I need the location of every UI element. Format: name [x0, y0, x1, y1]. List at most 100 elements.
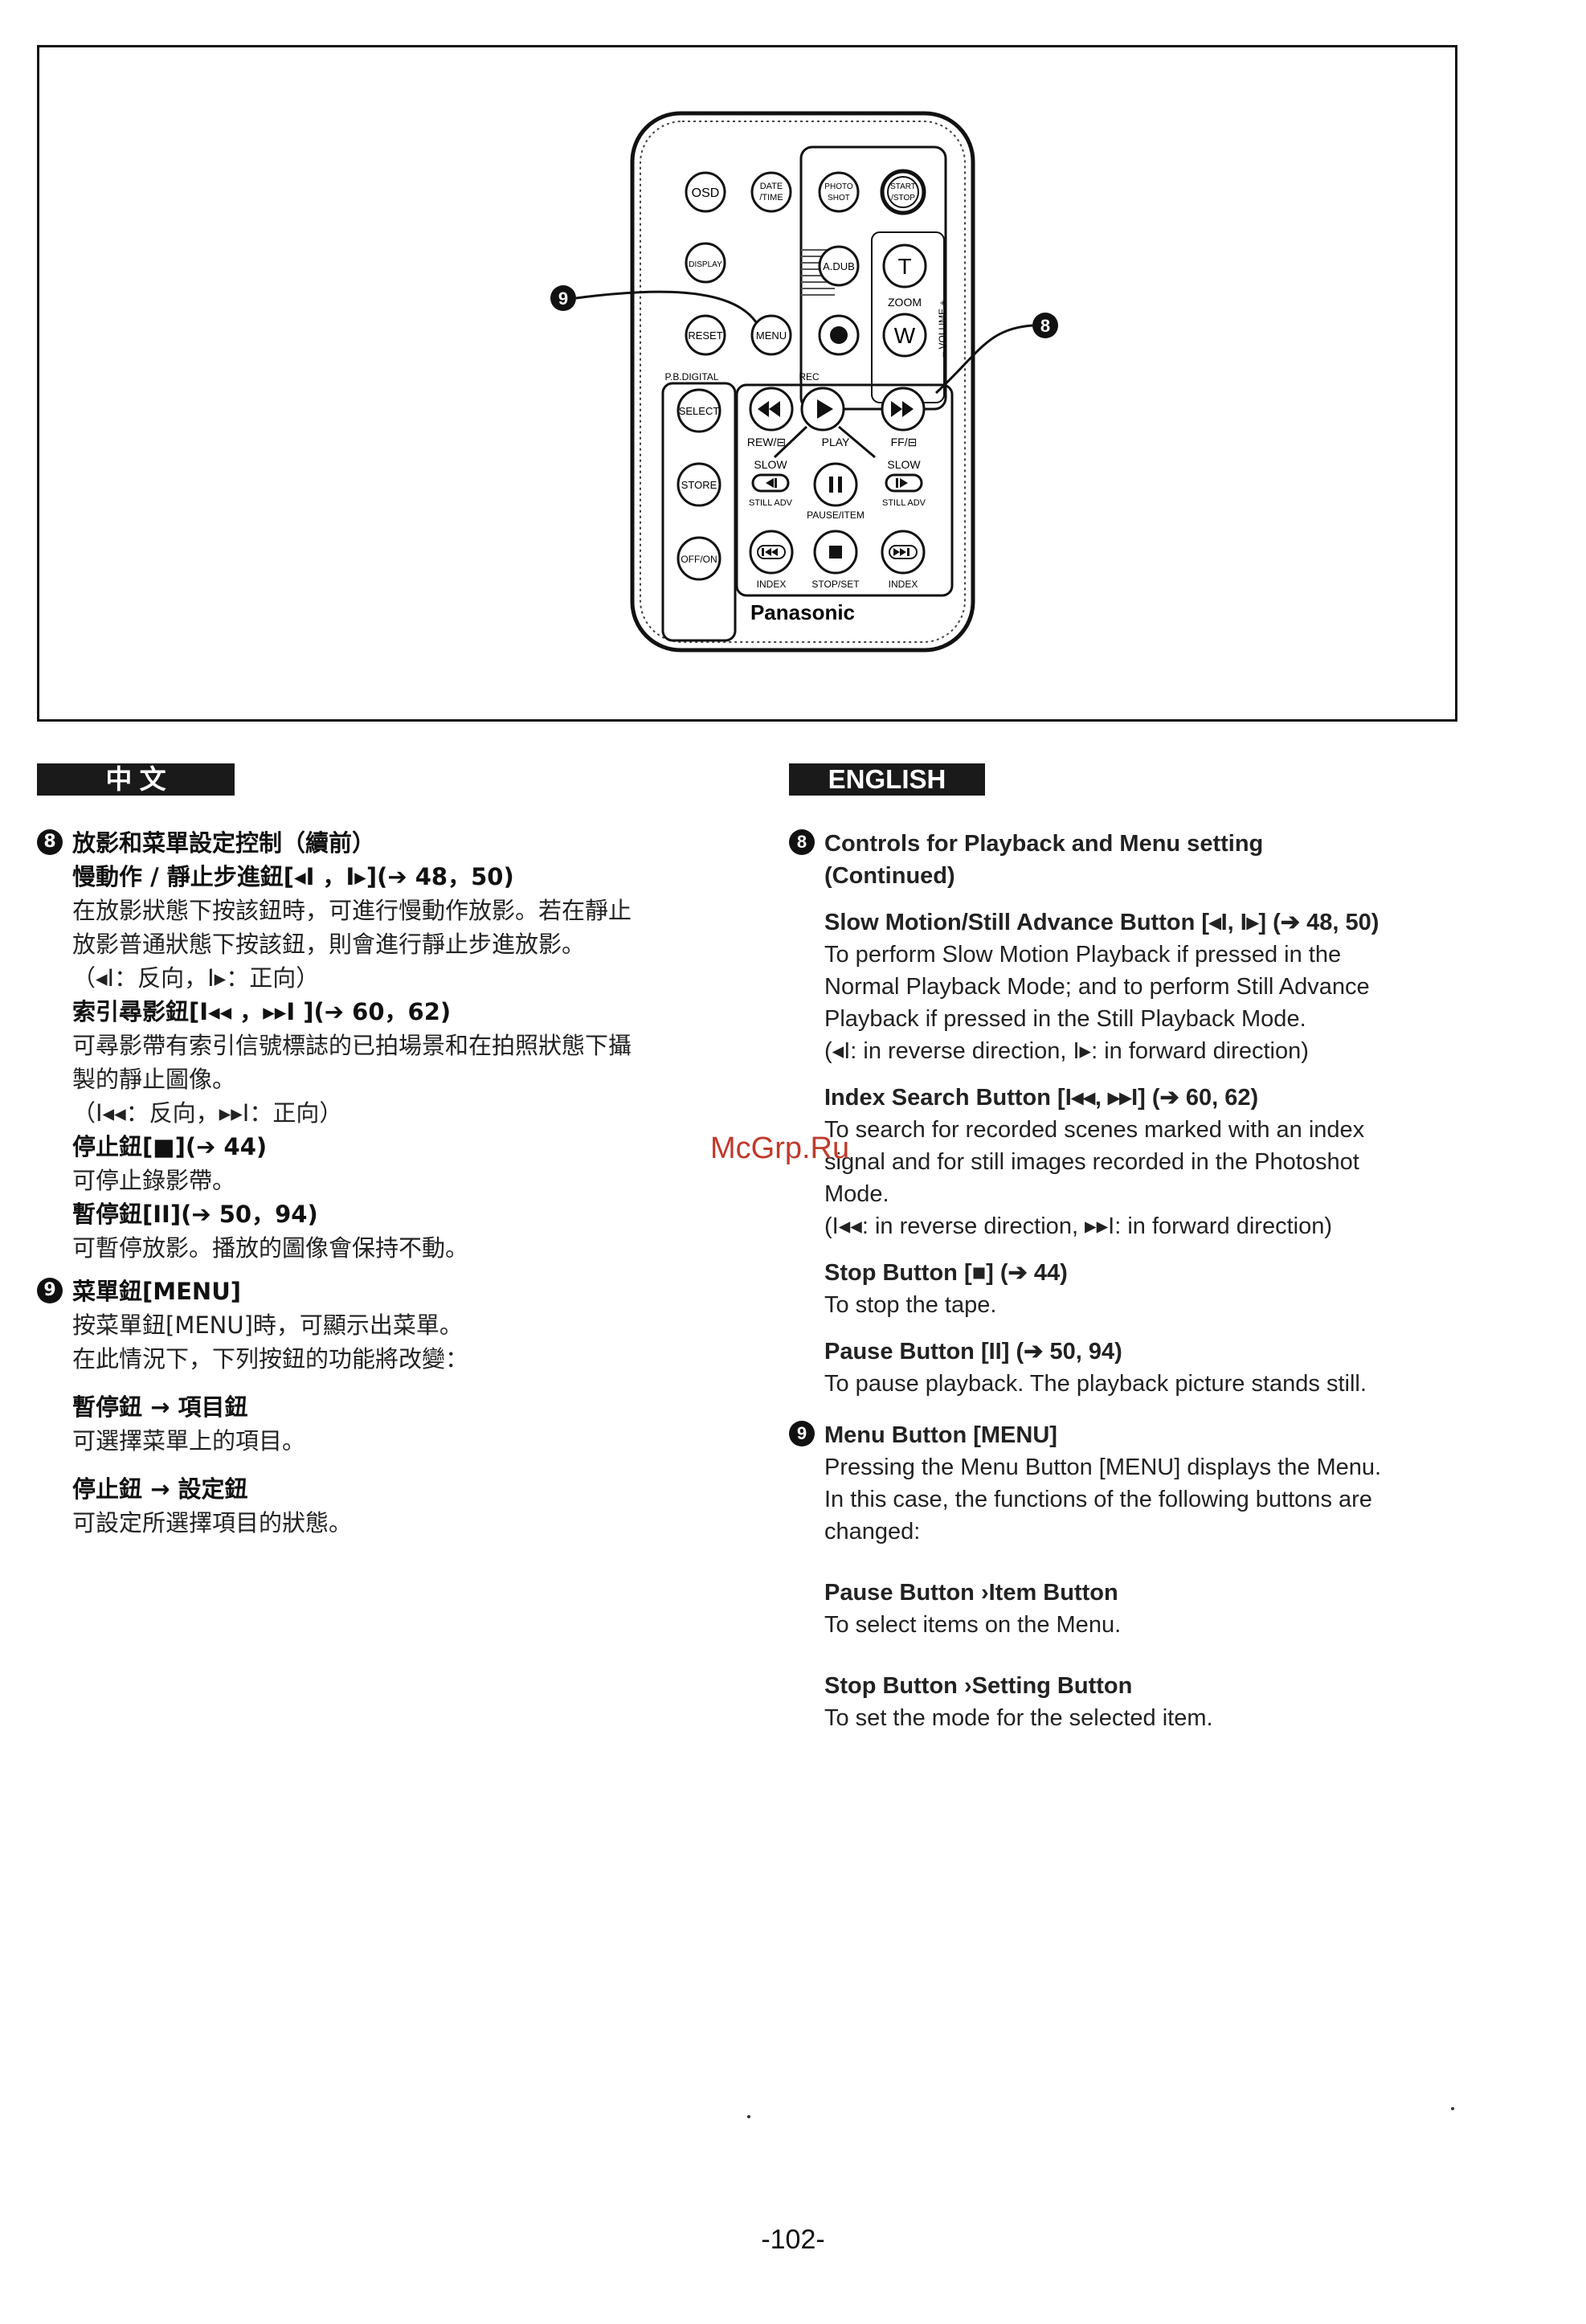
rec-button[interactable] [818, 314, 860, 356]
playback-panel [735, 383, 954, 597]
en-s9-text-2: In this case, the functions of the follo… [824, 1487, 1372, 1512]
index-reverse-button[interactable] [749, 530, 794, 575]
date-time-button[interactable]: DATE /TIME [750, 171, 792, 213]
still-adv-left-label: STILL ADV [749, 498, 793, 508]
rewind-button[interactable] [749, 387, 794, 432]
en-slow-text-1: To perform Slow Motion Playback if press… [824, 942, 1342, 968]
start-stop-button[interactable]: START /STOP [880, 169, 926, 215]
svg-text:MENU: MENU [756, 329, 787, 342]
en-pause-heading: Pause Button [II] (➔ 50, 94) [824, 1339, 1122, 1365]
en-index-text-1: To search for recorded scenes marked wit… [824, 1117, 1365, 1143]
zh-pause-heading: 暫停鈕[II](➔ 50，94) [72, 1201, 318, 1228]
chinese-column: 8 放影和菜單設定控制（續前） 慢動作 / 靜止步進鈕[◂I ，I▸](➔ 48，… [37, 826, 728, 1540]
svg-text:DATE: DATE [760, 182, 783, 191]
still-adv-right-label: STILL ADV [882, 498, 926, 508]
svg-text:RESET: RESET [688, 329, 722, 342]
en-stop-heading: Stop Button [■] (➔ 44) [824, 1260, 1068, 1286]
watermark: McGrp.Ru [710, 1131, 850, 1165]
zh-s9-text-1: 按菜單鈕[MENU]時，可顯示出菜單。 [72, 1311, 463, 1339]
en-pause-text: To pause playback. The playback picture … [824, 1371, 1367, 1397]
en-s9-pause-text: To select items on the Menu. [824, 1612, 1122, 1638]
menu-button[interactable]: MENU [750, 314, 792, 356]
rew-label: REW/⊟ [747, 436, 786, 448]
pb-digital-panel [661, 382, 737, 642]
en-slow-heading: Slow Motion/Still Advance Button [◂I, I▸… [824, 910, 1380, 935]
zh-s9-stop-heading: 停止鈕 → 設定鈕 [72, 1475, 248, 1503]
photo-shot-button[interactable]: PHOTO SHOT [818, 171, 860, 213]
off-on-button[interactable]: OFF/ON [677, 536, 721, 581]
zh-s9-pause-heading: 暫停鈕 → 項目鈕 [72, 1393, 248, 1421]
slow-reverse-button[interactable] [751, 473, 790, 493]
en-index-heading: Index Search Button [I◂◂, ▸▸I] (➔ 60, 62… [824, 1085, 1259, 1111]
section-number-8: 8 [789, 829, 815, 856]
zh-s8-title: 放影和菜單設定控制（續前） [72, 829, 376, 857]
reset-button[interactable]: RESET [685, 314, 726, 356]
pause-item-label: PAUSE/ITEM [807, 509, 865, 521]
zh-index-heading: 索引尋影鈕[I◂◂ ，▸▸I ](➔ 60，62) [72, 998, 452, 1025]
zh-slow-text-2: 放影普通狀態下按該鈕，則會進行靜止步進放影。 [72, 931, 586, 958]
callout-9: 9 [550, 285, 758, 323]
english-section-tag: ENGLISH [789, 763, 985, 796]
index-left-label: INDEX [757, 579, 787, 590]
en-index-text-2: signal and for still images recorded in … [824, 1149, 1359, 1175]
svg-text:A.DUB: A.DUB [823, 260, 855, 272]
en-s8-title-2: (Continued) [824, 863, 955, 889]
zoom-w-button[interactable]: W [882, 313, 927, 358]
section-number-9: 9 [37, 1278, 63, 1303]
en-index-text-3: Mode. [824, 1181, 889, 1207]
svg-text:SELECT: SELECT [679, 405, 720, 417]
index-forward-button[interactable] [881, 530, 926, 575]
svg-text:OFF/ON: OFF/ON [681, 554, 717, 565]
a-dub-button[interactable]: A.DUB [818, 245, 860, 287]
svg-text:W: W [894, 323, 916, 348]
panasonic-logo: Panasonic [750, 600, 855, 624]
svg-text:/TIME: /TIME [759, 193, 783, 203]
zh-index-text-3: （I◂◂：反向，▸▸I：正向） [72, 1099, 343, 1127]
top-right-panel [799, 145, 947, 411]
en-slow-text-3: Playback if pressed in the Still Playbac… [824, 1006, 1306, 1032]
svg-text:PHOTO: PHOTO [824, 182, 853, 191]
zh-slow-text-3: （◂I：反向，I▸：正向） [72, 964, 320, 992]
en-s9-text-1: Pressing the Menu Button [MENU] displays… [824, 1455, 1382, 1480]
chinese-section-tag: 中 文 [37, 763, 235, 796]
display-button[interactable]: DISPLAY [685, 242, 726, 284]
slow-forward-button[interactable] [885, 473, 923, 493]
zh-s9-pause-text: 可選擇菜單上的項目。 [72, 1427, 306, 1455]
remote-control-illustration: OSD DATE /TIME PHOTO SHOT START /STOP DI… [550, 111, 1058, 653]
zoom-t-button[interactable]: T [882, 243, 927, 288]
section-number-8: 8 [37, 829, 63, 855]
osd-button[interactable]: OSD [685, 171, 726, 213]
stop-button[interactable] [813, 530, 858, 575]
en-s9-pause-heading: Pause Button ›Item Button [824, 1580, 1118, 1606]
zoom-label: ZOOM [888, 296, 922, 309]
slow-right-label: SLOW [887, 458, 921, 471]
svg-text:OSD: OSD [692, 186, 720, 200]
pb-digital-label: P.B.DIGITAL [665, 371, 719, 383]
svg-text:T: T [897, 254, 911, 279]
zh-slow-heading: 慢動作 / 靜止步進鈕[◂I ，I▸](➔ 48，50) [72, 863, 514, 890]
zh-index-text-1: 可尋影帶有索引信號標誌的已拍場景和在拍照狀態下攝 [72, 1032, 632, 1059]
en-index-text-4: (I◂◂: in reverse direction, ▸▸I: in forw… [824, 1213, 1332, 1239]
select-button[interactable]: SELECT [677, 388, 721, 433]
speck [747, 2115, 750, 2118]
svg-text:START: START [890, 182, 916, 191]
zh-index-text-2: 製的靜止圖像。 [72, 1066, 236, 1093]
pause-button[interactable] [813, 462, 858, 507]
callout-8: 8 [934, 313, 1058, 395]
zh-slow-text-1: 在放影狀態下按該鈕時，可進行慢動作放影。若在靜止 [72, 897, 632, 924]
svg-text:DISPLAY: DISPLAY [689, 260, 722, 269]
store-button[interactable]: STORE [677, 462, 721, 507]
en-s9-text-3: changed: [824, 1519, 921, 1545]
fast-forward-button[interactable] [881, 387, 926, 432]
svg-text:9: 9 [558, 288, 568, 309]
zh-s8-title-line: 8 放影和菜單設定控制（續前） [37, 826, 728, 860]
svg-text:STORE: STORE [681, 479, 717, 491]
zh-s9-stop-text: 可設定所選擇項目的狀態。 [72, 1509, 353, 1536]
index-right-label: INDEX [889, 579, 918, 590]
play-button[interactable] [800, 387, 845, 432]
remote-figure-frame: OSD DATE /TIME PHOTO SHOT START /STOP DI… [37, 45, 1457, 722]
en-stop-text: To stop the tape. [824, 1292, 997, 1318]
